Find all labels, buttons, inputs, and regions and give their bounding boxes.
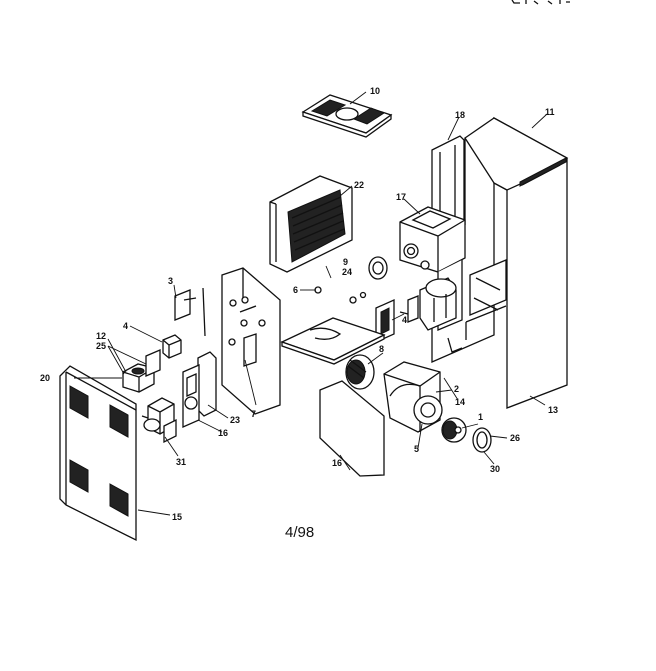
control-panel-part [221,267,281,415]
blower-door-part [319,380,385,477]
callout-12: 12 [96,331,106,341]
top-grille-part [301,94,393,138]
gas-valve-part [141,397,177,444]
callout-13: 13 [548,405,558,415]
filter-frame-part [269,175,353,273]
callout-6: 6 [293,285,298,295]
relay-part [162,334,182,359]
draft-motor-part [399,277,457,331]
callout-24: 24 [342,267,352,277]
bracket-part [375,298,395,344]
callout-15: 15 [172,512,182,522]
blower-housing-part [383,361,443,433]
front-door-part [59,365,137,542]
leader-lines [74,91,548,516]
callout-2: 2 [454,384,459,394]
callout-22: 22 [354,180,364,190]
date-code: 4/98 [285,524,314,541]
callout-16-right: 16 [332,458,342,468]
blower-motor-part [441,417,492,453]
limit-switch-part [174,287,206,337]
callout-23: 23 [230,415,240,425]
callout-25: 25 [96,341,106,351]
callout-31: 31 [176,457,186,467]
callout-9: 9 [343,257,348,267]
callout-11: 11 [545,107,555,117]
igniter-module-part [122,349,161,393]
callout-10: 10 [370,86,380,96]
callout-8: 8 [379,344,384,354]
callout-16-left: 16 [218,428,228,438]
blower-wheel-part [345,354,375,390]
callout-14: 14 [455,397,465,407]
callout-18: 18 [455,110,465,120]
circuit-board-part [182,351,217,428]
header-fragment [511,0,570,5]
callout-20: 20 [40,373,50,383]
callout-labels: 10 11 18 22 17 9 24 6 4 3 4 12 25 20 23 … [40,86,558,522]
callout-30: 30 [490,464,500,474]
gasket-ring-part [314,256,388,304]
callout-3: 3 [168,276,173,286]
callout-1: 1 [478,412,483,422]
callout-4-right: 4 [402,315,407,325]
base-plate-part [280,317,386,365]
callout-7: 7 [251,409,256,419]
callout-17: 17 [396,192,406,202]
callout-4-left: 4 [123,321,128,331]
callout-5: 5 [414,444,419,454]
cabinet-part [431,116,569,409]
callout-26: 26 [510,433,520,443]
